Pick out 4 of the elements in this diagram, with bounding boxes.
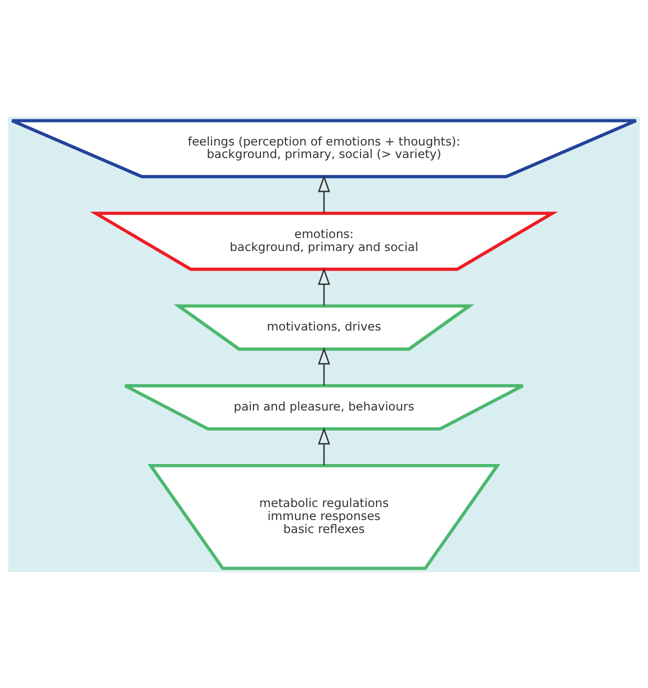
arrow [318, 174, 330, 213]
arrow [318, 266, 330, 306]
arrow [318, 346, 330, 386]
arrow [318, 426, 330, 465]
